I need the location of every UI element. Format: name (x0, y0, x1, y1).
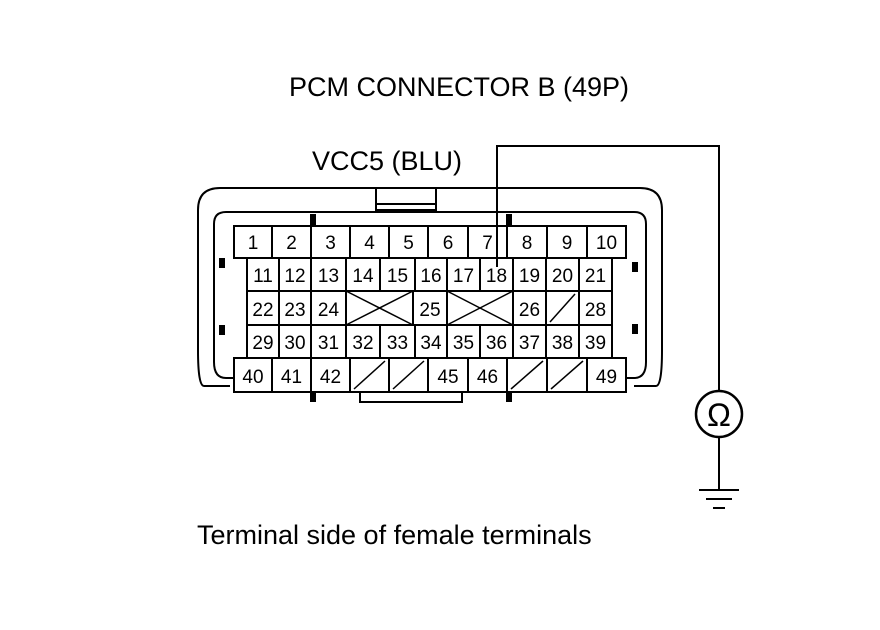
terminal-label: 45 (437, 367, 458, 388)
terminal-label: 32 (352, 333, 373, 354)
terminal-label: 36 (486, 333, 507, 354)
terminal-label: 35 (453, 333, 474, 354)
terminal-label: 31 (318, 333, 339, 354)
terminal-label: 10 (596, 233, 617, 254)
terminal-label: 12 (284, 266, 305, 287)
terminal-label: 3 (325, 233, 336, 254)
terminal-label: 24 (318, 300, 340, 321)
unused-cavity-slash (550, 360, 584, 390)
terminal-label: 9 (562, 233, 573, 254)
terminal-label: 1 (248, 233, 259, 254)
terminal-label: 15 (387, 266, 408, 287)
terminal-label: 20 (552, 266, 573, 287)
unused-cavity-x (345, 290, 414, 326)
terminal-label: 6 (443, 233, 454, 254)
terminal-row (233, 357, 627, 393)
terminal-label: 19 (519, 266, 540, 287)
terminal-label: 18 (486, 266, 507, 287)
unused-cavity-slash (392, 360, 425, 390)
terminal-label: 28 (585, 300, 606, 321)
terminal-label: 16 (420, 266, 441, 287)
terminal-label: 25 (419, 300, 440, 321)
terminal-label: 2 (286, 233, 297, 254)
terminal-label: 7 (482, 233, 493, 254)
terminal-label: 4 (364, 233, 375, 254)
terminal-label: 13 (318, 266, 339, 287)
terminal-label: 40 (242, 367, 263, 388)
terminal-label: 5 (403, 233, 414, 254)
ground-icon (699, 437, 739, 509)
diagram-title: PCM CONNECTOR B (49P) (288, 72, 630, 102)
unused-cavity-slash (549, 293, 576, 323)
terminal-label: 14 (352, 266, 374, 287)
terminal-label: 33 (387, 333, 408, 354)
terminal-label: 30 (284, 333, 305, 354)
probe-wire (496, 145, 720, 392)
terminal-label: 39 (585, 333, 606, 354)
caption: Terminal side of female terminals (197, 520, 592, 550)
terminal-label: 41 (281, 367, 302, 388)
terminal-label: 17 (453, 266, 474, 287)
terminal-label: 34 (420, 333, 442, 354)
terminal-label: 8 (522, 233, 533, 254)
unused-cavity-slash (353, 360, 386, 390)
unused-cavity-slash (510, 360, 544, 390)
terminal-label: 22 (252, 300, 273, 321)
inner-wall (213, 211, 647, 379)
ohm-symbol: Ω (707, 397, 731, 433)
top-latch (375, 187, 437, 211)
bottom-tab (359, 392, 463, 403)
connector-shell (197, 187, 663, 387)
terminal-label: 21 (585, 266, 606, 287)
terminal-label: 46 (477, 367, 498, 388)
terminal-label: 11 (253, 266, 273, 287)
terminal-label: 29 (252, 333, 273, 354)
terminal-label: 37 (519, 333, 540, 354)
terminal-label: 38 (552, 333, 573, 354)
unused-cavity-x (446, 290, 514, 326)
terminal-label: 23 (284, 300, 305, 321)
terminal-label: 26 (519, 300, 540, 321)
terminal-label: 42 (320, 367, 341, 388)
terminal-label: 49 (596, 367, 617, 388)
wire-label: VCC5 (BLU) (312, 146, 463, 176)
